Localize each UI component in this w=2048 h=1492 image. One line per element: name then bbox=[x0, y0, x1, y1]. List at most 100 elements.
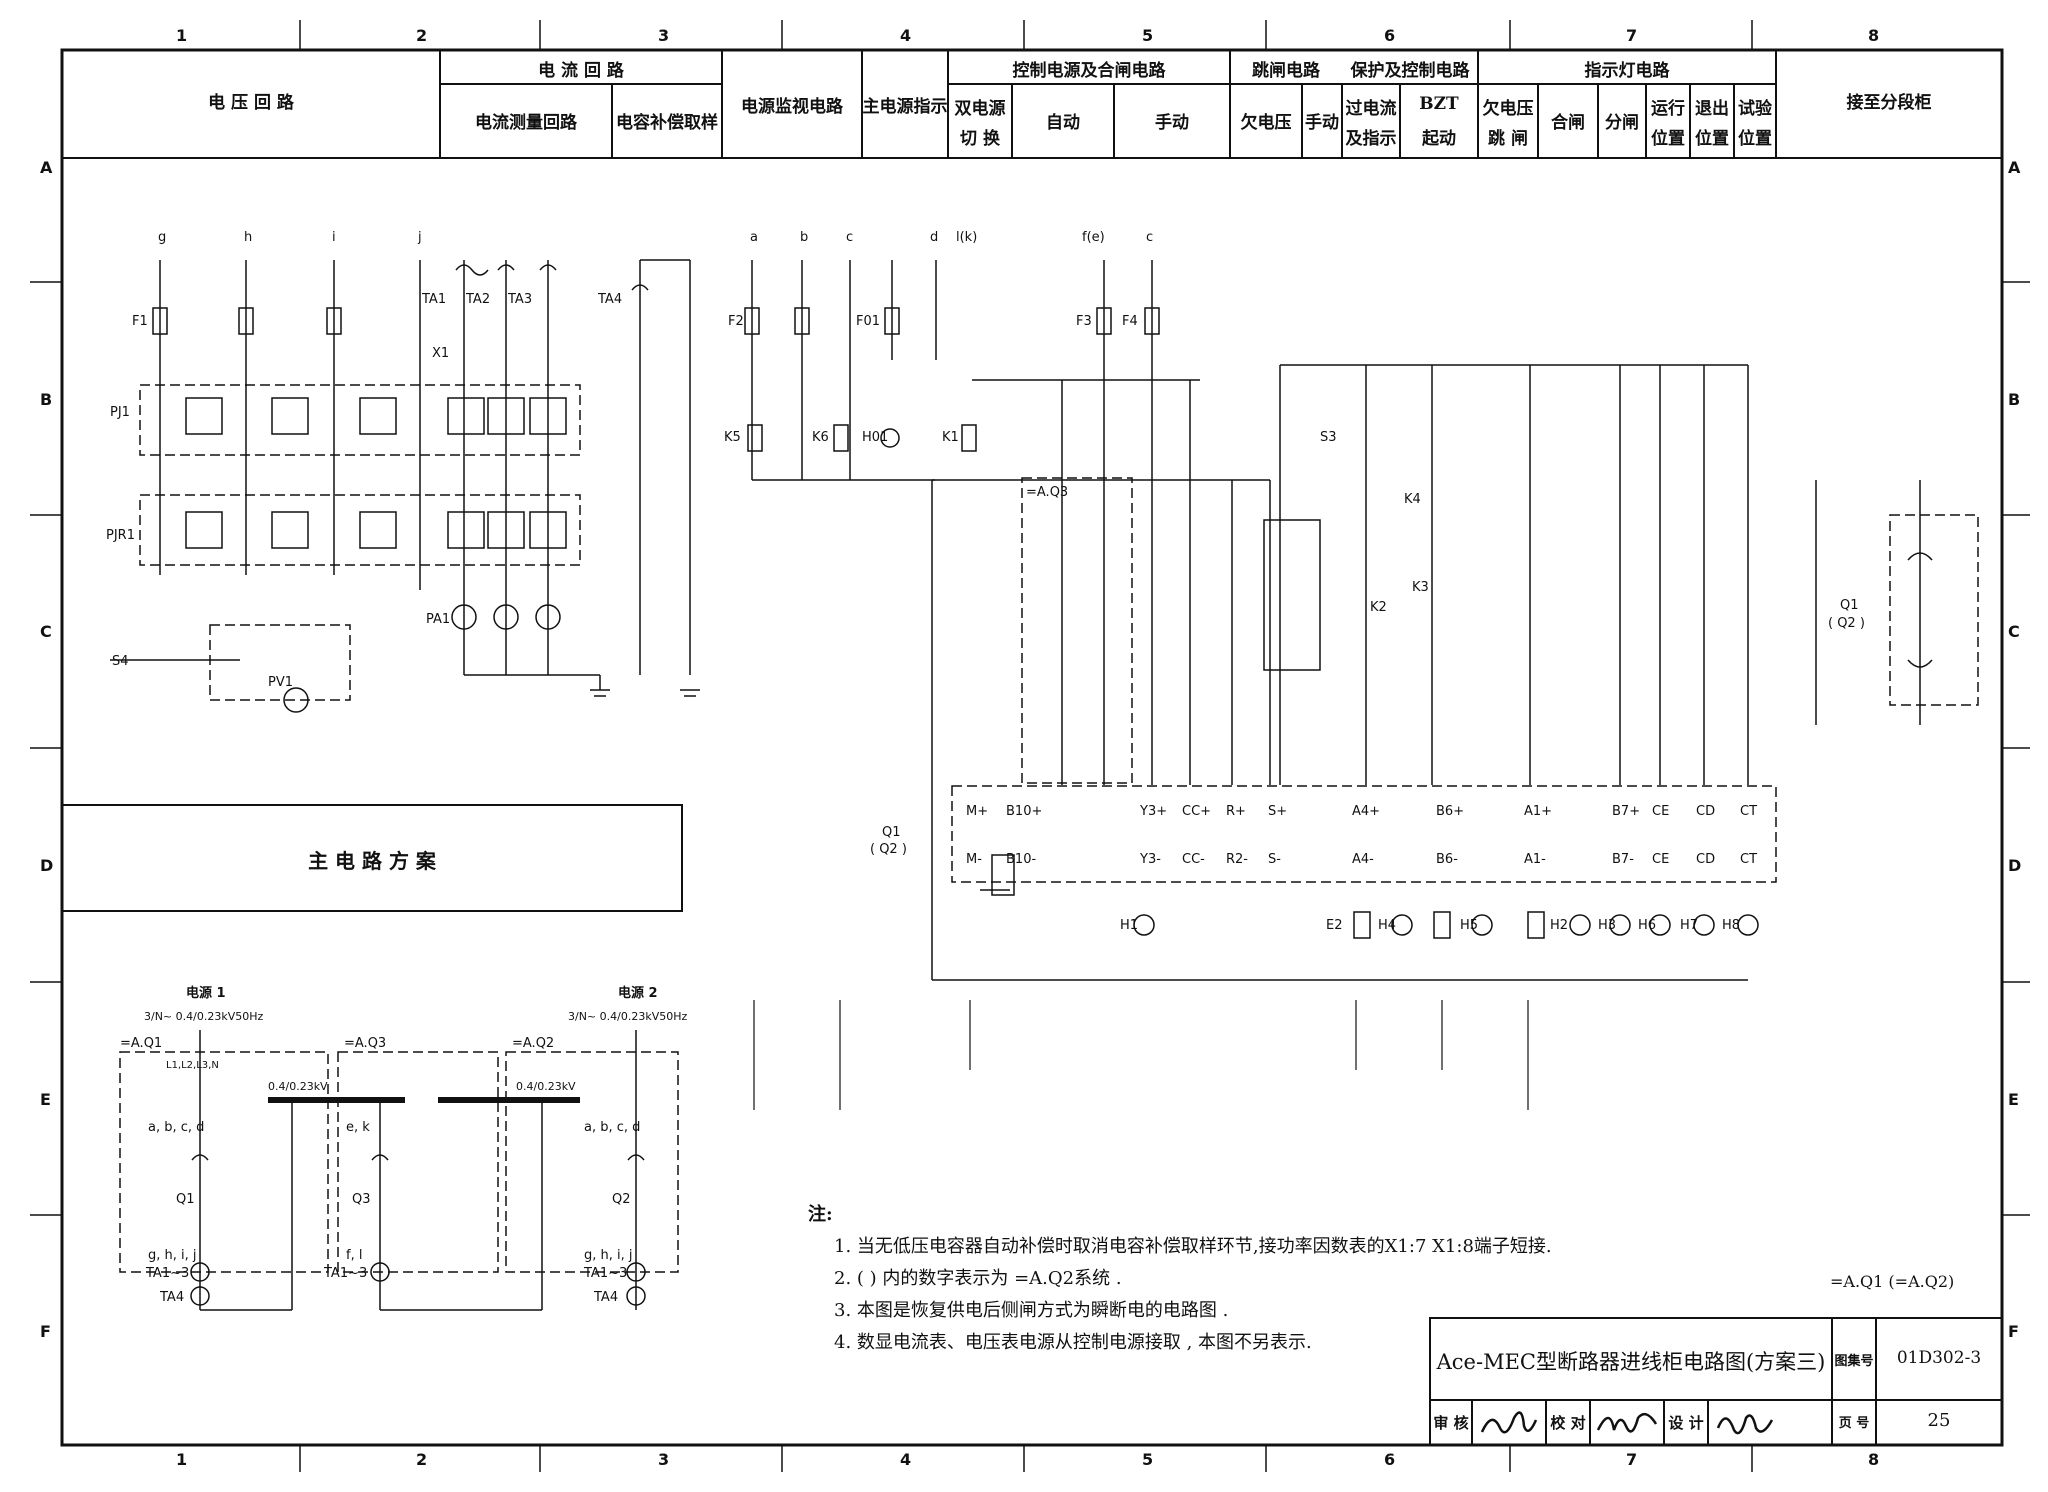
term-s-plus: S+ bbox=[1268, 804, 1288, 819]
fuse-f1-label: F1 bbox=[132, 314, 148, 329]
drawing-title: Ace-MEC型断路器进线柜电路图(方案三) bbox=[1436, 1350, 1826, 1374]
ct-ta1-label: TA1 bbox=[422, 292, 447, 307]
terminal-x1-label: X1 bbox=[432, 346, 450, 361]
review-label: 审 核 bbox=[1433, 1414, 1469, 1432]
header-test-2: 位置 bbox=[1738, 129, 1772, 149]
lamp-h6-label: H6 bbox=[1638, 918, 1657, 933]
lamp-h7-label: H7 bbox=[1680, 918, 1699, 933]
header-current-measure: 电流测量回路 bbox=[475, 113, 577, 133]
breaker-q2: Q2 bbox=[612, 1192, 631, 1207]
grid-row-e-right: E bbox=[2008, 1090, 2019, 1109]
grid-col-2-bottom: 2 bbox=[416, 1450, 428, 1469]
header-exit-1: 退出 bbox=[1695, 99, 1729, 119]
term-ct: CT bbox=[1740, 804, 1758, 819]
relay-k2-label: K2 bbox=[1370, 600, 1387, 615]
voltmeter-pv1-label: PV1 bbox=[268, 675, 294, 690]
term-y3-minus: Y3- bbox=[1140, 852, 1161, 867]
grid-col-4-bottom: 4 bbox=[900, 1450, 912, 1469]
fuse-f3-label: F3 bbox=[1076, 314, 1092, 329]
header-bzt-2: 起动 bbox=[1422, 129, 1456, 149]
term-cc-plus: CC+ bbox=[1182, 804, 1212, 819]
relay-k3-label: K3 bbox=[1412, 580, 1429, 595]
fuse-f4-label: F4 bbox=[1122, 314, 1138, 329]
grid-col-7: 7 bbox=[1626, 26, 1638, 45]
ta13-label-3: TA1~3 bbox=[584, 1266, 628, 1281]
term-a1-plus: A1+ bbox=[1524, 804, 1553, 819]
header-dual-power-2: 切 换 bbox=[960, 129, 1000, 149]
header-indicator: 指示灯电路 bbox=[1584, 61, 1670, 81]
fuse-f01-label: F01 bbox=[856, 314, 881, 329]
term-ce: CE bbox=[1652, 804, 1670, 819]
term-y3-plus: Y3+ bbox=[1140, 804, 1168, 819]
breaker-q3: Q3 bbox=[352, 1192, 371, 1207]
relay-k4-label: K4 bbox=[1404, 492, 1421, 507]
check-label: 校 对 bbox=[1550, 1414, 1586, 1432]
lamp-h01-label: H01 bbox=[862, 430, 889, 445]
header-manual: 手动 bbox=[1155, 113, 1189, 133]
term-a4-minus: A4- bbox=[1352, 852, 1374, 867]
grid-row-a-right: A bbox=[2008, 158, 2021, 177]
term-b6-minus: B6- bbox=[1436, 852, 1458, 867]
grid-row-a: A bbox=[40, 158, 53, 177]
fl-label: f, l bbox=[346, 1248, 363, 1263]
fuse-f2-label: F2 bbox=[728, 314, 744, 329]
aq2-label: =A.Q2 bbox=[512, 1036, 555, 1051]
header-overcurrent-2: 及指示 bbox=[1345, 129, 1397, 149]
header-control-power: 控制电源及合闸电路 bbox=[1012, 61, 1166, 81]
term-a1-minus: A1- bbox=[1524, 852, 1546, 867]
header-close: 合闸 bbox=[1551, 113, 1585, 133]
term-b7-minus: B7- bbox=[1612, 852, 1634, 867]
ct-ta4-label: TA4 bbox=[598, 292, 623, 307]
switch-s3-label: S3 bbox=[1320, 430, 1337, 445]
abcd-label-1: a, b, c, d bbox=[148, 1120, 205, 1135]
aq3-label: =A.Q3 bbox=[344, 1036, 387, 1051]
atlas-label: 图集号 bbox=[1834, 1354, 1874, 1369]
ta13-label-2: TA1~3 bbox=[324, 1266, 368, 1281]
term-b7-plus: B7+ bbox=[1612, 804, 1641, 819]
header-protect-ctrl: 保护及控制电路 bbox=[1350, 61, 1470, 81]
term-cd: CD bbox=[1696, 804, 1716, 819]
lamp-e2-label: E2 bbox=[1326, 918, 1343, 933]
header-dual-power-1: 双电源 bbox=[954, 99, 1006, 119]
section-q1-label: Q1 bbox=[1840, 598, 1859, 613]
ta4-label-1: TA4 bbox=[160, 1290, 185, 1305]
page-label: 页 号 bbox=[1838, 1416, 1870, 1431]
grid-col-5: 5 bbox=[1142, 26, 1154, 45]
col-label-a: a bbox=[750, 230, 758, 245]
col-label-d: d bbox=[930, 230, 939, 245]
grid-row-b: B bbox=[40, 390, 53, 409]
note-1: 1. 当无低压电容器自动补偿时取消电容补偿取样环节,接功率因数表的X1:7 X1… bbox=[834, 1236, 1552, 1257]
lamp-h8-label: H8 bbox=[1722, 918, 1741, 933]
header-current-loop: 电 流 回 路 bbox=[538, 61, 624, 81]
col-label-h: h bbox=[244, 230, 253, 245]
header-overcurrent-1: 过电流 bbox=[1345, 99, 1397, 119]
term-cd-2: CD bbox=[1696, 852, 1716, 867]
col-label-b: b bbox=[800, 230, 809, 245]
header-power-monitor: 电源监视电路 bbox=[741, 97, 843, 117]
grid-row-d-right: D bbox=[2008, 856, 2022, 875]
grid-col-5-bottom: 5 bbox=[1142, 1450, 1154, 1469]
col-label-j: j bbox=[418, 230, 422, 245]
grid-col-4: 4 bbox=[900, 26, 912, 45]
grid-row-e: E bbox=[40, 1090, 51, 1109]
grid-row-c: C bbox=[40, 622, 52, 641]
main-circuit-title: 主 电 路 方 案 bbox=[308, 849, 436, 873]
design-signature bbox=[1716, 1414, 1774, 1435]
relay-k6-label: K6 bbox=[812, 430, 829, 445]
term-m-minus: M- bbox=[966, 852, 982, 867]
term-a4-plus: A4+ bbox=[1352, 804, 1381, 819]
header-to-section: 接至分段柜 bbox=[1846, 93, 1932, 113]
breaker-q1: Q1 bbox=[176, 1192, 195, 1207]
notes-title: 注: bbox=[808, 1204, 833, 1225]
lamp-h3-label: H3 bbox=[1598, 918, 1617, 933]
bus-1-label: 0.4/0.23kV bbox=[268, 1080, 328, 1093]
header-bzt-1: BZT bbox=[1419, 94, 1459, 114]
source-1-spec: 3/N~ 0.4/0.23kV50Hz bbox=[144, 1010, 264, 1023]
aq-reference: =A.Q1 (=A.Q2) bbox=[1830, 1272, 1955, 1291]
grid-col-1: 1 bbox=[176, 26, 188, 45]
breaker-q1-label: Q1 bbox=[882, 825, 901, 840]
header-run-2: 位置 bbox=[1651, 129, 1685, 149]
design-label: 设 计 bbox=[1668, 1414, 1704, 1432]
abcd-label-2: a, b, c, d bbox=[584, 1120, 641, 1135]
